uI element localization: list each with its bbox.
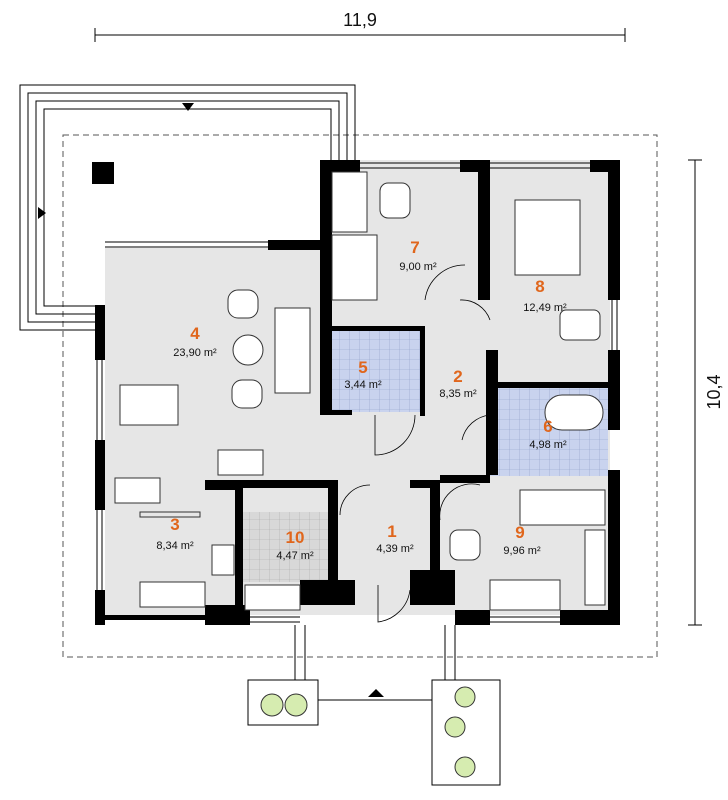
svg-text:2: 2 [453,367,462,386]
svg-text:10: 10 [286,528,305,547]
svg-text:4,98 m²: 4,98 m² [529,439,567,451]
width-dimension: 11,9 [94,10,626,42]
room-6-label: 6 4,98 m² [529,417,567,451]
room-8-label: 8 12,49 m² [523,277,567,314]
entrance [247,625,501,786]
room-4-label: 4 23,90 m² [173,324,217,359]
svg-text:6: 6 [543,417,552,436]
room-3-label: 3 8,34 m² [156,515,194,552]
svg-text:4: 4 [190,324,200,343]
svg-text:5: 5 [358,358,367,377]
height-label: 10,4 [704,374,724,409]
svg-text:4,47 m²: 4,47 m² [276,550,314,562]
arrow-icon [182,103,194,111]
svg-text:3,44 m²: 3,44 m² [344,379,382,391]
arrow-icon [368,689,384,697]
width-label: 11,9 [343,10,377,30]
pergola [19,84,356,331]
windows [96,162,618,623]
svg-text:1: 1 [387,522,396,541]
svg-text:7: 7 [410,238,419,257]
svg-text:8,34 m²: 8,34 m² [156,540,194,552]
svg-text:9,96 m²: 9,96 m² [503,545,541,557]
walls [95,160,620,625]
roof-outline [62,134,658,658]
room-10-label: 10 4,47 m² [276,528,314,562]
room-1-label: 1 4,39 m² [376,522,414,555]
room-5-label: 5 3,44 m² [344,358,382,391]
height-dimension: 10,4 [688,159,724,626]
svg-text:4,39 m²: 4,39 m² [376,543,414,555]
svg-text:9,00 m²: 9,00 m² [399,261,437,273]
furniture [114,171,606,611]
room-7-label: 7 9,00 m² [399,238,437,273]
svg-text:8: 8 [535,277,544,296]
room-9-label: 9 9,96 m² [503,523,541,557]
svg-text:12,49 m²: 12,49 m² [523,302,567,314]
chimney [92,162,114,184]
svg-text:3: 3 [170,515,179,534]
doors [339,264,491,623]
room-labels: 1 4,39 m² 2 8,35 m² 3 8,34 m² 4 23,90 m² 5 3,… [156,238,567,562]
svg-text:8,35 m²: 8,35 m² [439,388,477,400]
svg-text:23,90 m²: 23,90 m² [173,347,217,359]
room-2-label: 2 8,35 m² [439,367,477,400]
svg-text:9: 9 [515,523,524,542]
arrow-icon [38,207,46,219]
